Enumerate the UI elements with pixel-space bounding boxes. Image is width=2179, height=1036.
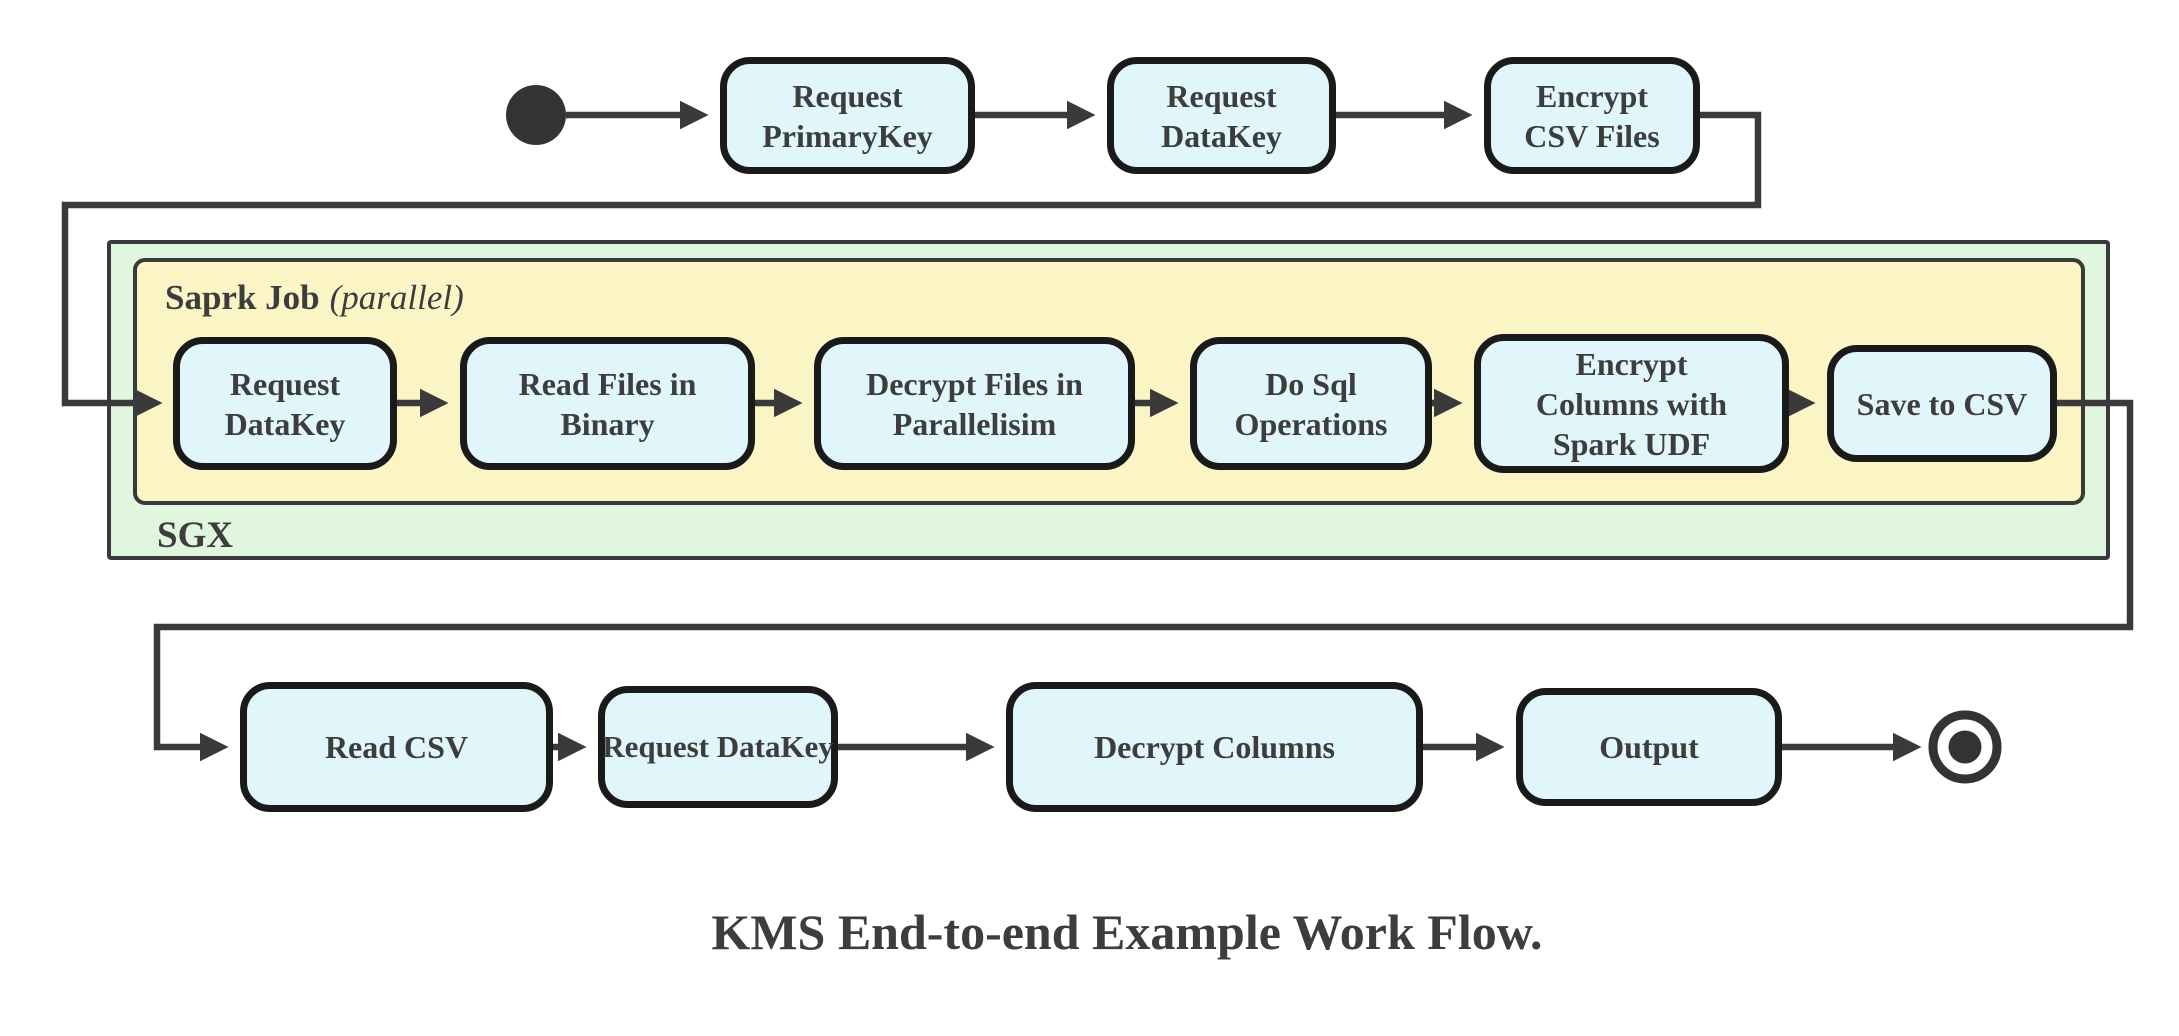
node-request-datakey-sgx: Request DataKey <box>173 337 397 470</box>
node-encrypt-columns-with-spark-udf: Encrypt Columns with Spark UDF <box>1474 334 1789 473</box>
spark-job-label-bold: Saprk Job <box>165 278 320 317</box>
node-read-csv: Read CSV <box>240 682 553 812</box>
node-decrypt-files-in-parallelisim: Decrypt Files in Parallelisim <box>814 337 1135 470</box>
node-request-primarykey: Request PrimaryKey <box>720 57 975 174</box>
node-do-sql-operations: Do Sql Operations <box>1190 337 1432 470</box>
node-request-datakey-top: Request DataKey <box>1107 57 1336 174</box>
sgx-label: SGX <box>157 515 234 556</box>
node-encrypt-csv-files: Encrypt CSV Files <box>1484 57 1700 174</box>
start-state-icon <box>506 85 566 145</box>
spark-job-label: Saprk Job(parallel) <box>165 278 464 318</box>
diagram-caption: KMS End-to-end Example Work Flow. <box>711 904 1543 960</box>
node-save-to-csv: Save to CSV <box>1827 345 2057 462</box>
node-decrypt-columns: Decrypt Columns <box>1006 682 1423 812</box>
node-request-datakey-bottom: Request DataKey <box>598 686 838 808</box>
node-read-files-in-binary: Read Files in Binary <box>460 337 755 470</box>
spark-job-label-italic: (parallel) <box>329 278 464 317</box>
node-output: Output <box>1516 688 1782 806</box>
end-state-icon <box>1928 710 2002 784</box>
